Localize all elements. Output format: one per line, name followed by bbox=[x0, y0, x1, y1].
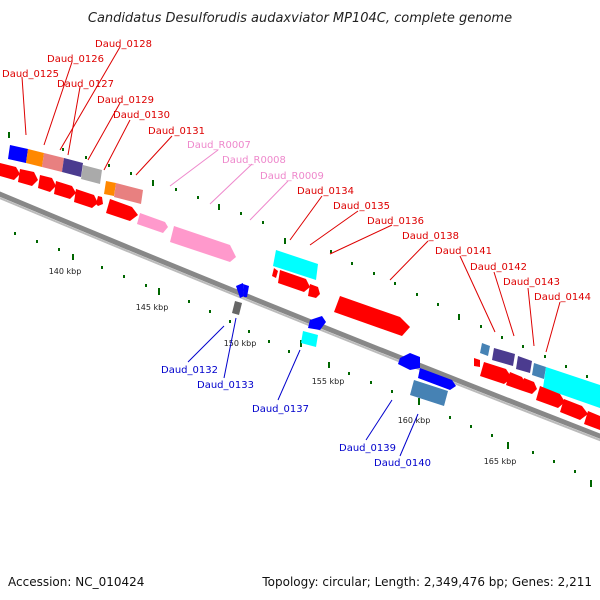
accession-text: Accession: NC_010424 bbox=[8, 575, 144, 589]
gene-0126-box bbox=[26, 149, 44, 167]
label-Daud_0129: Daud_0129 bbox=[97, 95, 154, 106]
gene-0131-box-a bbox=[104, 181, 116, 196]
scale-label-145: 145 kbp bbox=[136, 303, 169, 312]
label-Daud_0130: Daud_0130 bbox=[113, 110, 170, 121]
gene-0143-box bbox=[516, 356, 532, 373]
leader-lines-upper bbox=[21, 46, 561, 353]
gene-0140-box bbox=[410, 380, 448, 406]
label-Daud_R0009: Daud_R0009 bbox=[260, 171, 324, 182]
label-Daud_0126: Daud_0126 bbox=[47, 54, 104, 65]
gene-0143b-box bbox=[532, 363, 546, 379]
label-Daud_0127: Daud_0127 bbox=[57, 79, 114, 90]
label-Daud_0139: Daud_0139 bbox=[339, 443, 396, 454]
label-Daud_R0007: Daud_R0007 bbox=[187, 140, 251, 151]
scale-label-160: 160 kbp bbox=[398, 416, 431, 425]
tick-marks-lower bbox=[14, 232, 592, 487]
gene-0132-arrow-b bbox=[243, 284, 249, 297]
label-Daud_0133: Daud_0133 bbox=[197, 380, 254, 391]
gene-0139-arrow-a bbox=[398, 353, 420, 370]
gene-0137-arrow bbox=[308, 316, 326, 330]
gene-0127-box bbox=[42, 153, 64, 172]
label-Daud_0125: Daud_0125 bbox=[2, 69, 59, 80]
scale-label-140: 140 kbp bbox=[49, 267, 82, 276]
label-Daud_0137: Daud_0137 bbox=[252, 404, 309, 415]
gene-0133-box bbox=[232, 301, 242, 315]
gene-0132-arrow-a bbox=[236, 283, 244, 298]
gene-0142-box bbox=[492, 348, 515, 366]
label-Daud_0131: Daud_0131 bbox=[148, 126, 205, 137]
gene-0134-box bbox=[273, 250, 318, 280]
label-Daud_0135: Daud_0135 bbox=[333, 201, 390, 212]
scale-label-165: 165 kbp bbox=[484, 457, 517, 466]
label-Daud_0136: Daud_0136 bbox=[367, 216, 424, 227]
genome-summary-text: Topology: circular; Length: 2,349,476 bp… bbox=[261, 575, 592, 589]
label-Daud_0143: Daud_0143 bbox=[503, 277, 560, 288]
genome-backbone bbox=[0, 191, 600, 442]
label-Daud_0132: Daud_0132 bbox=[161, 365, 218, 376]
tick-marks-upper bbox=[8, 132, 588, 378]
scale-label-155: 155 kbp bbox=[312, 377, 345, 386]
gene-labels-upper: Daud_0125 Daud_0126 Daud_0127 Daud_0128 … bbox=[2, 39, 591, 303]
gene-0131-box-b bbox=[114, 183, 143, 204]
gene-0139-arrow-b bbox=[418, 368, 456, 390]
label-Daud_0144: Daud_0144 bbox=[534, 292, 591, 303]
scale-label-150: 150 kbp bbox=[224, 339, 257, 348]
label-Daud_0138: Daud_0138 bbox=[402, 231, 459, 242]
rrna-R0008 bbox=[170, 226, 236, 262]
gene-0125-box bbox=[8, 145, 28, 163]
leader-lines-lower bbox=[187, 317, 419, 457]
label-Daud_0134: Daud_0134 bbox=[297, 186, 354, 197]
label-Daud_0141: Daud_0141 bbox=[435, 246, 492, 257]
gene-0137-box bbox=[301, 331, 318, 347]
feature-row-lower bbox=[232, 283, 456, 406]
gene-0144-box bbox=[543, 367, 600, 408]
label-Daud_0128: Daud_0128 bbox=[95, 39, 152, 50]
gene-labels-lower: Daud_0132 Daud_0133 Daud_0137 Daud_0139 … bbox=[161, 365, 431, 469]
feature-row-upper bbox=[8, 145, 600, 408]
label-Daud_0140: Daud_0140 bbox=[374, 458, 431, 469]
gene-0129-box bbox=[62, 158, 83, 177]
gene-0141-box bbox=[480, 343, 490, 356]
gene-0130-box bbox=[81, 165, 102, 184]
rrna-R0007 bbox=[137, 213, 168, 233]
map-title: Candidatus Desulforudis audaxviator MP10… bbox=[88, 11, 512, 26]
cds-arrows-red bbox=[0, 163, 600, 430]
label-Daud_R0008: Daud_R0008 bbox=[222, 155, 286, 166]
label-Daud_0142: Daud_0142 bbox=[470, 262, 527, 273]
